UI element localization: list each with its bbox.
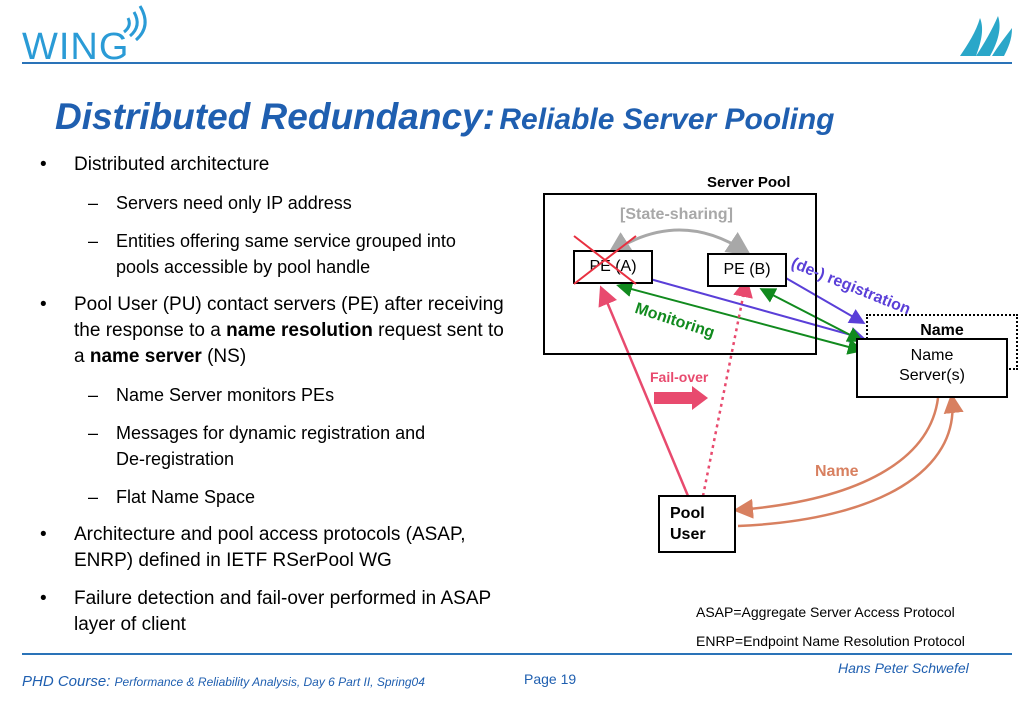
course-label: PHD Course: <box>22 673 111 690</box>
bullet-item: Failure detection and fail-over performe… <box>36 586 514 638</box>
pe-b-label: PE (B) <box>723 261 771 278</box>
pe-a-box: PE (A) <box>573 250 653 284</box>
name-server-box: Name Server(s) <box>856 338 1008 398</box>
course-info: PHD Course: Performance & Reliability An… <box>22 673 425 690</box>
state-sharing-label: [State-sharing] <box>620 206 733 223</box>
name-server-back-label: Name <box>920 322 964 339</box>
failed-cross-icon <box>573 235 637 285</box>
bullet-item: Architecture and pool access protocols (… <box>36 522 514 574</box>
pe-b-box: PE (B) <box>707 253 787 287</box>
sub-bullet-item: Entities offering same service grouped i… <box>36 228 456 280</box>
title-sub: Reliable Server Pooling <box>499 103 835 136</box>
sub-bullet-item: Name Server monitors PEs <box>36 382 516 408</box>
bullet-list: Distributed architecture Servers need on… <box>36 152 516 650</box>
enrp-definition: ENRP=Endpoint Name Resolution Protocol <box>696 633 965 649</box>
server-pool-box <box>543 193 817 355</box>
server-pool-label: Server Pool <box>707 174 791 191</box>
asap-definition: ASAP=Aggregate Server Access Protocol <box>696 604 955 620</box>
name-server-label: Name Server(s) <box>899 347 965 384</box>
sub-bullet-item: Flat Name Space <box>36 484 516 510</box>
sub-bullet-item: Servers need only IP address <box>36 190 516 216</box>
bullet-item: Distributed architecture <box>36 152 516 178</box>
slide-title: Distributed Redundancy: Reliable Server … <box>55 96 835 138</box>
wifi-logo-icon <box>123 5 147 42</box>
title-main: Distributed Redundancy: <box>55 96 495 137</box>
bullet-item: Pool User (PU) contact servers (PE) afte… <box>36 292 504 370</box>
header-divider <box>22 62 1012 64</box>
name-query-label: Name <box>815 463 859 480</box>
pool-user-label: Pool User <box>670 505 706 543</box>
course-detail: Performance & Reliability Analysis, Day … <box>114 675 425 689</box>
sub-bullet-item: Messages for dynamic registration and De… <box>36 420 456 472</box>
author-name: Hans Peter Schwefel <box>838 660 969 676</box>
wing-logo: WING <box>22 26 130 68</box>
university-logo-icon <box>960 16 1012 56</box>
footer-divider <box>22 653 1012 655</box>
page-number: Page 19 <box>524 671 577 687</box>
failover-label: Fail-over <box>650 369 709 385</box>
pool-user-box: Pool User <box>658 495 736 553</box>
